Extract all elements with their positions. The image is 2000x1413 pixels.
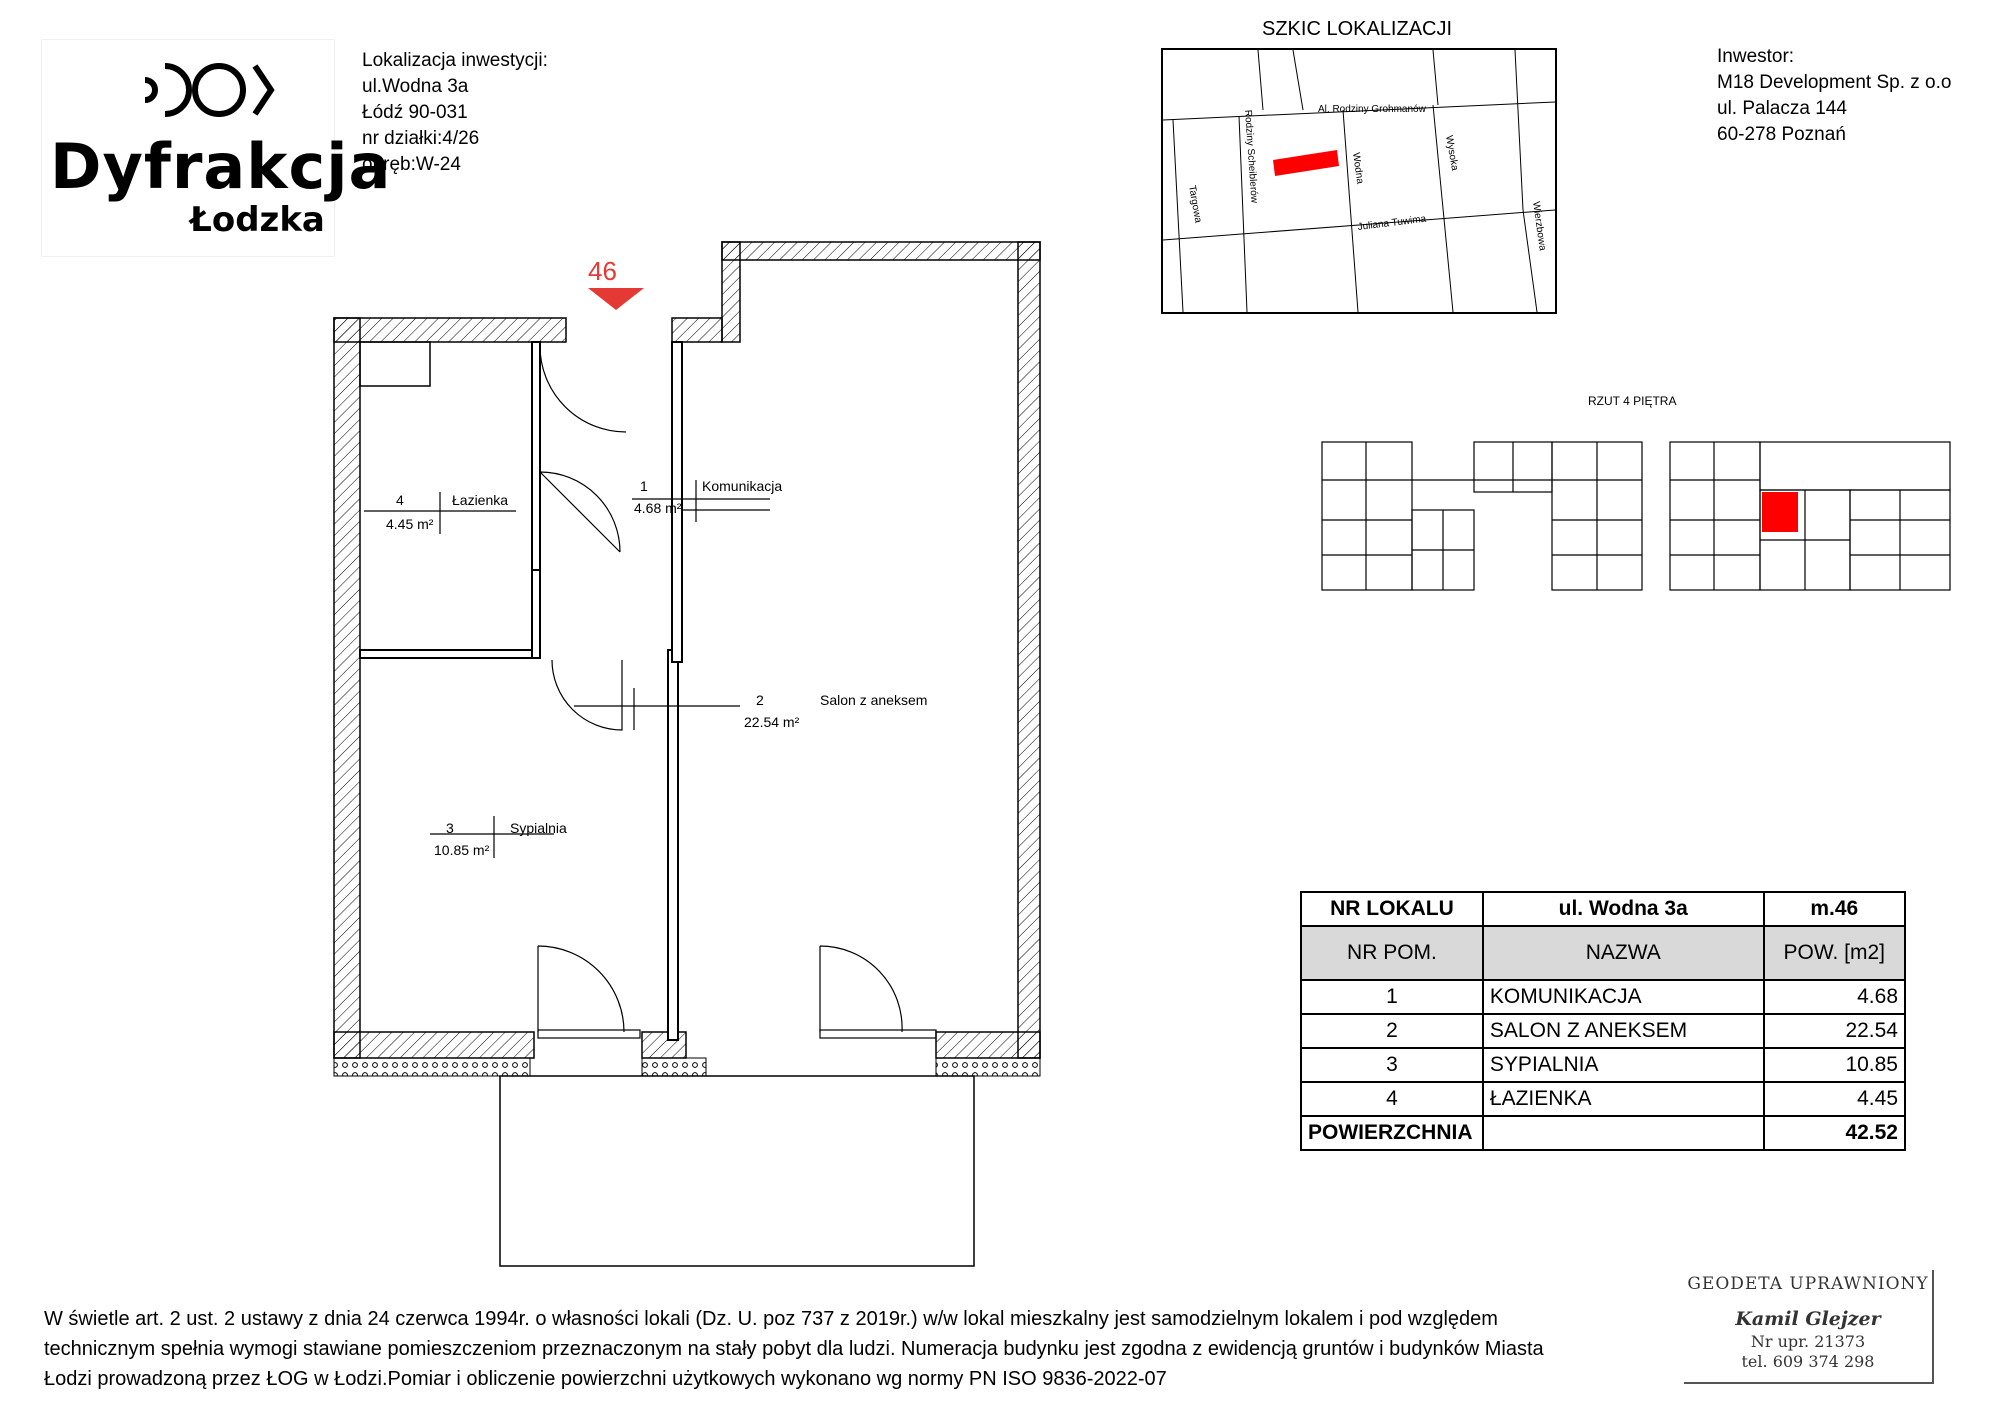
- unit-highlight: [1762, 492, 1798, 532]
- floor-wing-left: [1321, 441, 1643, 591]
- area-table: NR LOKALU ul. Wodna 3a m.46 NR POM. NAZW…: [1300, 891, 1907, 1151]
- table-total-row: POWIERZCHNIA 42.52: [1300, 1115, 1907, 1151]
- investor-street: ul. Palacza 144: [1717, 98, 1847, 119]
- column-header: POW. [m2]: [1762, 925, 1907, 981]
- table-header-row: NR LOKALU ul. Wodna 3a m.46: [1300, 891, 1907, 927]
- legal-footer: W świetle art. 2 ust. 2 ustawy z dnia 24…: [44, 1304, 1674, 1394]
- investor-city: 60-278 Poznań: [1717, 124, 1846, 145]
- room-1-number: 1: [640, 478, 648, 494]
- table-cell: SYPIALNIA: [1481, 1047, 1765, 1083]
- table-cell: SALON Z ANEKSEM: [1481, 1013, 1765, 1049]
- table-cell: 4.45: [1762, 1081, 1907, 1117]
- table-cell: 1: [1300, 979, 1484, 1015]
- table-row: 4 ŁAZIENKA 4.45: [1300, 1081, 1907, 1117]
- map-street-label: Juliana Tuwima: [1357, 214, 1427, 233]
- brand-logo-icon: [144, 63, 275, 117]
- floor-overview-title: RZUT 4 PIĘTRA: [1588, 394, 1677, 408]
- column-header: NR POM.: [1300, 925, 1484, 981]
- logo-box: [42, 40, 334, 256]
- total-label: POWIERZCHNIA: [1300, 1115, 1484, 1151]
- table-header-cell: NR LOKALU: [1300, 891, 1484, 927]
- location-map: Al. Rodziny Grohmanów Rodziny Scheibleró…: [1161, 48, 1557, 314]
- unit-number: 46: [588, 256, 617, 286]
- door-swings: [537, 345, 903, 1033]
- room-1-name: Komunikacja: [702, 478, 783, 494]
- map-street-label: Wodna: [1350, 152, 1365, 185]
- table-cell: 3: [1300, 1047, 1484, 1083]
- brand-name: Dyfrakcja: [50, 130, 392, 203]
- street-map: Al. Rodziny Grohmanów Rodziny Scheibleró…: [1163, 50, 1555, 312]
- room-4-area: 4.45 m²: [386, 516, 434, 532]
- footer-line: Łodzi prowadzoną przez ŁOG w Łodzi.Pomia…: [44, 1368, 1167, 1390]
- room-label-lines: [364, 480, 770, 858]
- location-title: Lokalizacja inwestycji:: [362, 50, 548, 71]
- location-info: Lokalizacja inwestycji: ul.Wodna 3a Łódź…: [362, 48, 548, 178]
- location-district: obręb:W-24: [362, 154, 461, 175]
- map-street-label: Rodziny Scheiblerów: [1242, 109, 1260, 204]
- table-cell: 22.54: [1762, 1013, 1907, 1049]
- stamp-title: GEODETA UPRAWNIONY: [1687, 1274, 1929, 1294]
- floor-overview-plan: [1321, 441, 1951, 591]
- room-2-number: 2: [756, 692, 764, 708]
- stamp-frame: [1684, 1270, 1934, 1384]
- table-cell: 10.85: [1762, 1047, 1907, 1083]
- location-street: ul.Wodna 3a: [362, 76, 469, 97]
- floor-wing-right: [1669, 441, 1951, 591]
- interior-walls: [359, 341, 683, 1041]
- room-3-name: Sypialnia: [510, 820, 567, 836]
- footer-line: W świetle art. 2 ust. 2 ustawy z dnia 24…: [44, 1308, 1498, 1330]
- map-title: SZKIC LOKALIZACJI: [1262, 18, 1453, 40]
- table-column-header-row: NR POM. NAZWA POW. [m2]: [1300, 925, 1907, 981]
- investor-name: M18 Development Sp. z o.o: [1717, 72, 1952, 93]
- map-street-label: Wysoka: [1443, 135, 1460, 172]
- plot-highlight: [1273, 150, 1339, 176]
- balcony-outline: [499, 1075, 975, 1267]
- brand-subname: Łodzka: [190, 200, 325, 240]
- table-header-cell: m.46: [1762, 891, 1907, 927]
- map-street-label: Wierzbowa: [1530, 201, 1548, 252]
- room-4-name: Łazienka: [452, 492, 509, 508]
- sills: [537, 509, 937, 1039]
- table-cell: 2: [1300, 1013, 1484, 1049]
- stamp-license: Nr upr. 21373: [1750, 1332, 1866, 1351]
- stamp-phone: tel. 609 374 298: [1741, 1352, 1875, 1371]
- table-cell: 4.68: [1762, 979, 1907, 1015]
- room-1-number: 4: [396, 492, 404, 508]
- room-3-area: 10.85 m²: [434, 842, 490, 858]
- footer-line: technicznym spełnia wymogi stawiane pomi…: [44, 1338, 1544, 1360]
- map-street-label: Al. Rodziny Grohmanów: [1318, 104, 1427, 115]
- table-row: 1 KOMUNIKACJA 4.68: [1300, 979, 1907, 1015]
- investor-title: Inwestor:: [1717, 46, 1795, 67]
- total-value: 42.52: [1762, 1115, 1907, 1151]
- location-city: Łódź 90-031: [362, 102, 468, 123]
- location-plot: nr działki:4/26: [362, 128, 480, 149]
- table-row: 2 SALON Z ANEKSEM 22.54: [1300, 1013, 1907, 1049]
- table-row: 3 SYPIALNIA 10.85: [1300, 1047, 1907, 1083]
- table-header-cell: ul. Wodna 3a: [1481, 891, 1765, 927]
- apartment-floor-plan: [333, 241, 1041, 1267]
- total-empty: [1481, 1115, 1765, 1151]
- insulation-band: [333, 1057, 1041, 1077]
- room-1-area: 4.68 m²: [634, 500, 682, 516]
- unit-marker-arrow-icon: [588, 288, 644, 310]
- investor-info: Inwestor: M18 Development Sp. z o.o ul. …: [1717, 44, 1951, 148]
- column-header: NAZWA: [1481, 925, 1765, 981]
- table-cell: ŁAZIENKA: [1481, 1081, 1765, 1117]
- table-cell: KOMUNIKACJA: [1481, 979, 1765, 1015]
- exterior-walls: [333, 241, 1041, 1059]
- stamp-name: Kamil Glejzer: [1735, 1308, 1881, 1330]
- table-cell: 4: [1300, 1081, 1484, 1117]
- room-2-area: 22.54 m²: [744, 714, 800, 730]
- room-3-number: 3: [446, 820, 454, 836]
- surveyor-stamp: GEODETA UPRAWNIONY Kamil Glejzer Nr upr.…: [1684, 1270, 1934, 1384]
- map-street-label: Targowa: [1186, 185, 1203, 225]
- room-2-name: Salon z aneksem: [820, 692, 928, 708]
